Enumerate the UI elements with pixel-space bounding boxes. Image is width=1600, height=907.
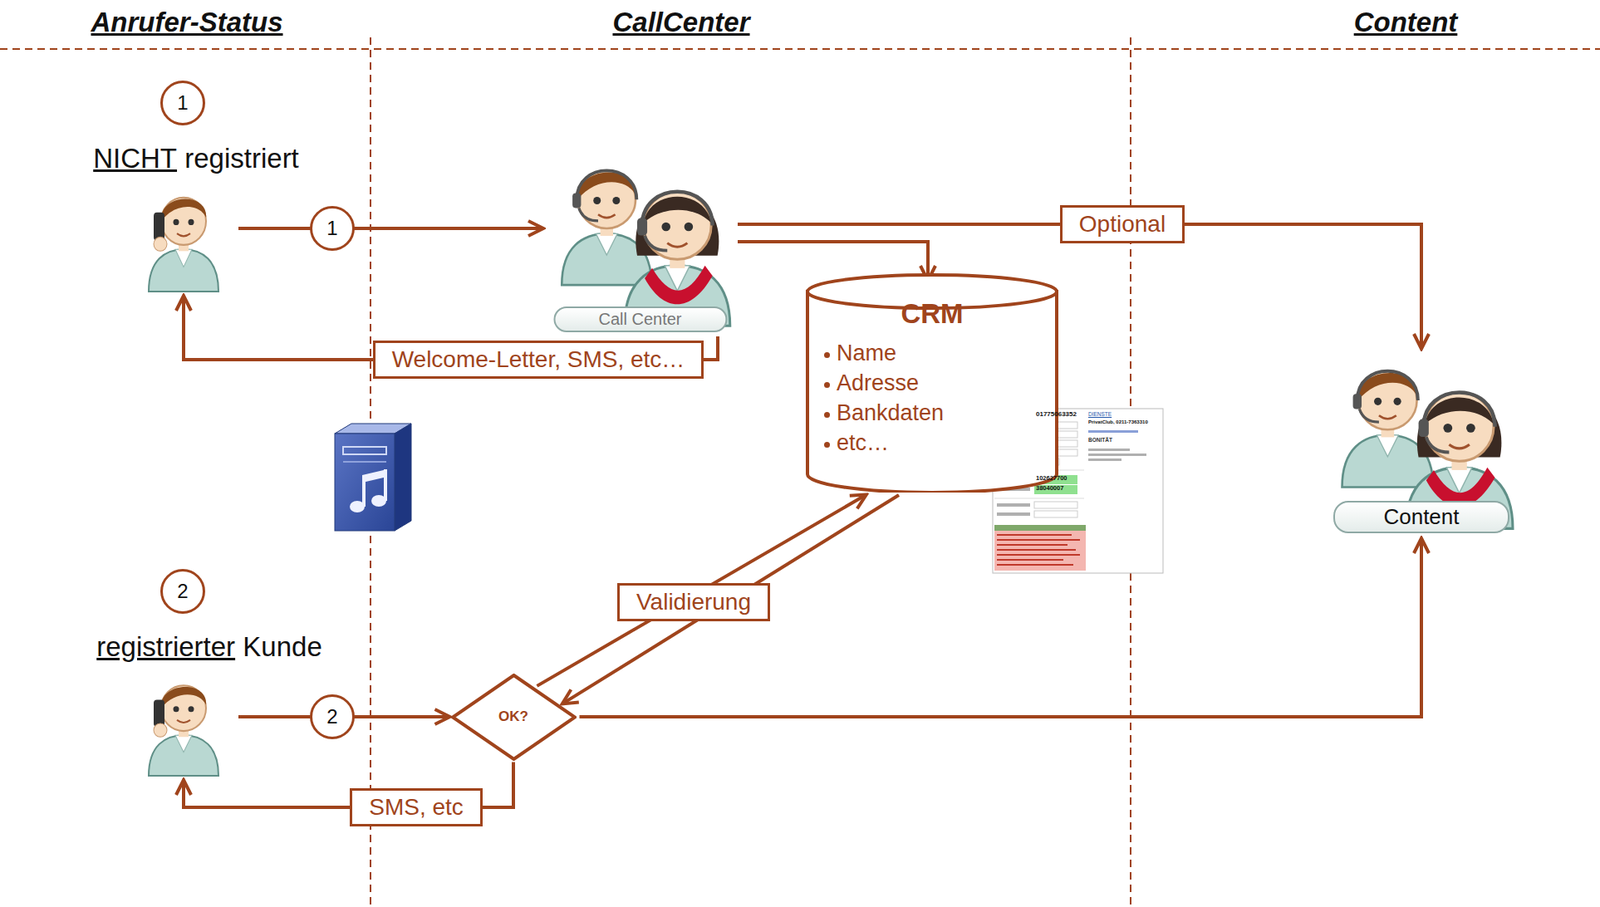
screenshot-text: DIENSTE <box>1088 411 1112 418</box>
screenshot-text: 38040007 <box>1035 485 1064 492</box>
edge-label: SMS, etc <box>349 788 483 827</box>
edge-label-text: Welcome-Letter, SMS, etc… <box>392 346 686 373</box>
screenshot-text: BONITÄT <box>1088 436 1113 443</box>
caller-illustration <box>133 181 234 294</box>
agent-label-pill: Call Center <box>553 306 727 333</box>
node-text: registriert <box>184 142 300 174</box>
step-number: 2 <box>309 694 355 740</box>
edge-label: Validierung <box>617 583 771 622</box>
node-text: registrierter <box>96 631 236 663</box>
column-heading: CallCenter <box>612 7 750 38</box>
database-title: CRM <box>900 298 963 329</box>
step-number: 1 <box>309 206 355 251</box>
callout-circle: 1 <box>160 80 206 126</box>
caller-illustration <box>133 669 234 778</box>
bullet-dot <box>824 441 830 448</box>
caller-icon: registrierterKunde <box>133 669 234 778</box>
node-text: 1 <box>176 91 188 115</box>
edge-label: Optional <box>1060 205 1185 244</box>
column-heading: Anrufer-Status <box>90 7 283 38</box>
flow-arrow <box>579 539 1423 717</box>
caller-icon: NICHTregistriert <box>133 181 234 294</box>
caller-heading: registrierterKunde <box>93 631 327 663</box>
edge-label-text: 1 <box>326 216 338 241</box>
node-text: NICHT <box>93 142 177 174</box>
node-text: Call Center <box>598 309 682 329</box>
flow-arrow <box>536 495 866 687</box>
flow-arrow <box>238 226 543 231</box>
bullet-dot <box>824 352 830 359</box>
crm-database: CRMNameAdresseBankdaten etc… <box>805 273 1059 493</box>
edge-label-text: 2 <box>326 705 338 729</box>
database-field: Adresse <box>836 370 919 396</box>
edge-label-text: SMS, etc <box>368 794 464 820</box>
node-text: OK? <box>498 708 529 726</box>
edge-label-text: Optional <box>1079 211 1166 237</box>
database-field: Name <box>836 340 897 366</box>
callout-circle: 2 <box>160 569 206 614</box>
screenshot-text: 01775063352 <box>1035 411 1077 419</box>
decision-diamond: OK? <box>451 673 577 761</box>
node-text: Content <box>1383 504 1459 530</box>
database-field: etc… <box>836 430 889 456</box>
database-field: Bankdaten <box>836 400 944 426</box>
node-text: 2 <box>176 579 188 604</box>
media-server-icon <box>334 423 412 531</box>
edge-label: Welcome-Letter, SMS, etc… <box>373 340 705 379</box>
agent-icon: Content <box>1325 351 1517 536</box>
column-dividers <box>0 37 1600 907</box>
caller-heading: NICHTregistriert <box>89 142 304 175</box>
agent-label-pill: Content <box>1333 500 1510 534</box>
agent-icon: Call Center <box>545 151 735 335</box>
screenshot-text: 102627700 <box>1035 475 1068 482</box>
bullet-dot <box>824 412 830 418</box>
flow-arrow <box>563 495 899 704</box>
node-text: Kunde <box>242 631 322 663</box>
edge-label-text: Validierung <box>636 588 751 615</box>
bullet-dot <box>824 382 830 388</box>
column-heading: Content <box>1354 7 1458 38</box>
screenshot-text: PrivatClub, 0211-7363310 <box>1088 419 1149 426</box>
